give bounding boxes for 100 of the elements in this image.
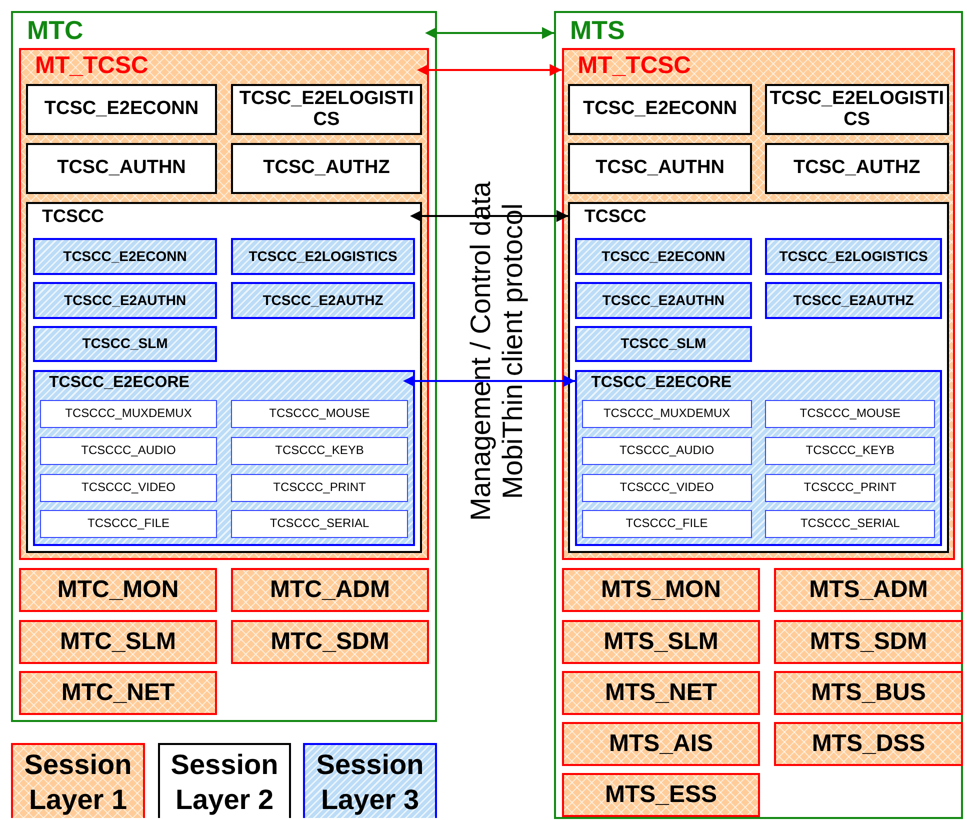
component-label: TCSC_E2ELOGISTICS — [768, 88, 945, 130]
component-label: MTC_ADM — [269, 576, 391, 604]
component-box — [231, 620, 429, 664]
component-label: TCSC_AUTHZ — [262, 158, 391, 179]
module-box — [765, 474, 936, 502]
component-box — [765, 238, 942, 275]
component-label: TCSC_E2ECONN — [582, 99, 738, 120]
double-arrow — [403, 375, 576, 387]
component-box — [562, 671, 760, 715]
module-box — [582, 437, 752, 465]
component-box — [26, 143, 217, 194]
module-box — [765, 400, 936, 428]
component-label: MTS_ADM — [808, 576, 929, 604]
component-box — [33, 238, 217, 275]
module-box — [765, 510, 936, 538]
component-label: TCSCCC_SERIAL — [268, 517, 370, 531]
layer-container — [19, 48, 429, 560]
container-heading: MTC — [26, 15, 84, 46]
component-label: TCSCC_E2ECONN — [600, 248, 726, 264]
module-box — [40, 437, 217, 465]
component-label: TCSCC_E2ECONN — [62, 248, 188, 264]
component-box — [231, 84, 422, 135]
component-box — [575, 326, 752, 362]
double-arrow — [410, 210, 568, 222]
component-label: TCSCCC_VIDEO — [618, 481, 715, 495]
module-box — [582, 474, 752, 502]
component-box — [568, 84, 752, 135]
component-label: TCSCC_E2LOGISTICS — [778, 248, 929, 264]
component-label: TCSCCC_VIDEO — [80, 481, 176, 495]
component-label: TCSCC_SLM — [620, 336, 708, 352]
component-box — [765, 282, 942, 319]
container-heading: TCSCC_E2ECORE — [48, 374, 190, 392]
legend-label: Session Layer 2 — [170, 748, 280, 816]
component-label: TCSC_AUTHN — [594, 158, 726, 179]
component-label: TCSCCC_FILE — [624, 517, 709, 531]
component-label: MTC_MON — [56, 576, 180, 604]
component-label: TCSCC_E2AUTHZ — [262, 292, 384, 308]
component-label: TCSC_E2ECONN — [43, 99, 200, 120]
component-label: TCSCCC_PRINT — [272, 481, 367, 495]
component-box — [575, 282, 752, 319]
module-box — [231, 510, 408, 538]
module-box — [231, 400, 408, 428]
component-box — [231, 143, 422, 194]
layer-container — [26, 202, 422, 553]
component-label: TCSCC_E2LOGISTICS — [248, 248, 398, 264]
component-label: MTC_NET — [60, 680, 176, 706]
component-label: MTS_NET — [604, 680, 718, 706]
component-box — [765, 143, 949, 194]
component-label: TCSCCC_MOUSE — [268, 407, 371, 421]
layer-container — [568, 202, 949, 553]
module-box — [40, 400, 217, 428]
component-box — [774, 722, 963, 766]
component-box — [562, 568, 760, 612]
component-label: MTS_SDM — [808, 628, 928, 656]
module-box — [231, 474, 408, 502]
container-heading: MT_TCSC — [576, 52, 692, 80]
component-label: TCSCCC_MOUSE — [798, 407, 902, 421]
container-heading: TCSCC — [583, 206, 648, 227]
module-box — [582, 510, 752, 538]
component-label: TCSCC_SLM — [81, 336, 169, 352]
component-box — [568, 143, 752, 194]
module-box — [40, 510, 217, 538]
component-box — [562, 773, 760, 817]
container-heading: TCSCC — [41, 206, 105, 227]
component-box — [231, 282, 415, 319]
component-label: MTS_MON — [600, 576, 722, 604]
component-label: MTC_SDM — [270, 628, 390, 656]
module-box — [40, 474, 217, 502]
component-label: TCSCCC_SERIAL — [799, 517, 901, 531]
component-label: TCSCC_E2AUTHZ — [792, 292, 915, 308]
module-box — [582, 400, 752, 428]
layer-container — [575, 370, 942, 546]
container-heading: TCSCC_E2ECORE — [590, 374, 733, 392]
component-box — [562, 620, 760, 664]
component-box — [562, 722, 760, 766]
component-box — [231, 568, 429, 612]
component-label: TCSCCC_MUXDEMUX — [64, 407, 193, 421]
component-label: TCSC_AUTHN — [56, 158, 187, 179]
component-box — [774, 568, 963, 612]
component-box — [19, 620, 217, 664]
component-label: TCSC_AUTHZ — [792, 158, 922, 179]
component-box — [26, 84, 217, 135]
component-box — [33, 282, 217, 319]
component-label: MTS_AIS — [608, 730, 714, 758]
system-container — [554, 11, 963, 819]
component-box — [231, 238, 415, 275]
container-heading: MT_TCSC — [34, 52, 150, 80]
component-label: MTC_SLM — [59, 628, 177, 656]
component-label: MTS_BUS — [810, 680, 927, 706]
system-container — [11, 11, 437, 722]
protocol-label: Management / Control data MobiThin client protocol — [464, 180, 529, 523]
component-box — [774, 671, 963, 715]
module-box — [231, 437, 408, 465]
component-label: TCSC_E2ELOGISTICS — [238, 88, 415, 130]
component-label: TCSCCC_AUDIO — [80, 444, 177, 458]
component-label: TCSCCC_KEYB — [804, 444, 896, 458]
component-label: TCSCCC_PRINT — [802, 481, 898, 495]
layer-container — [562, 48, 956, 560]
component-box — [774, 620, 963, 664]
component-label: MTS_DSS — [810, 730, 926, 758]
